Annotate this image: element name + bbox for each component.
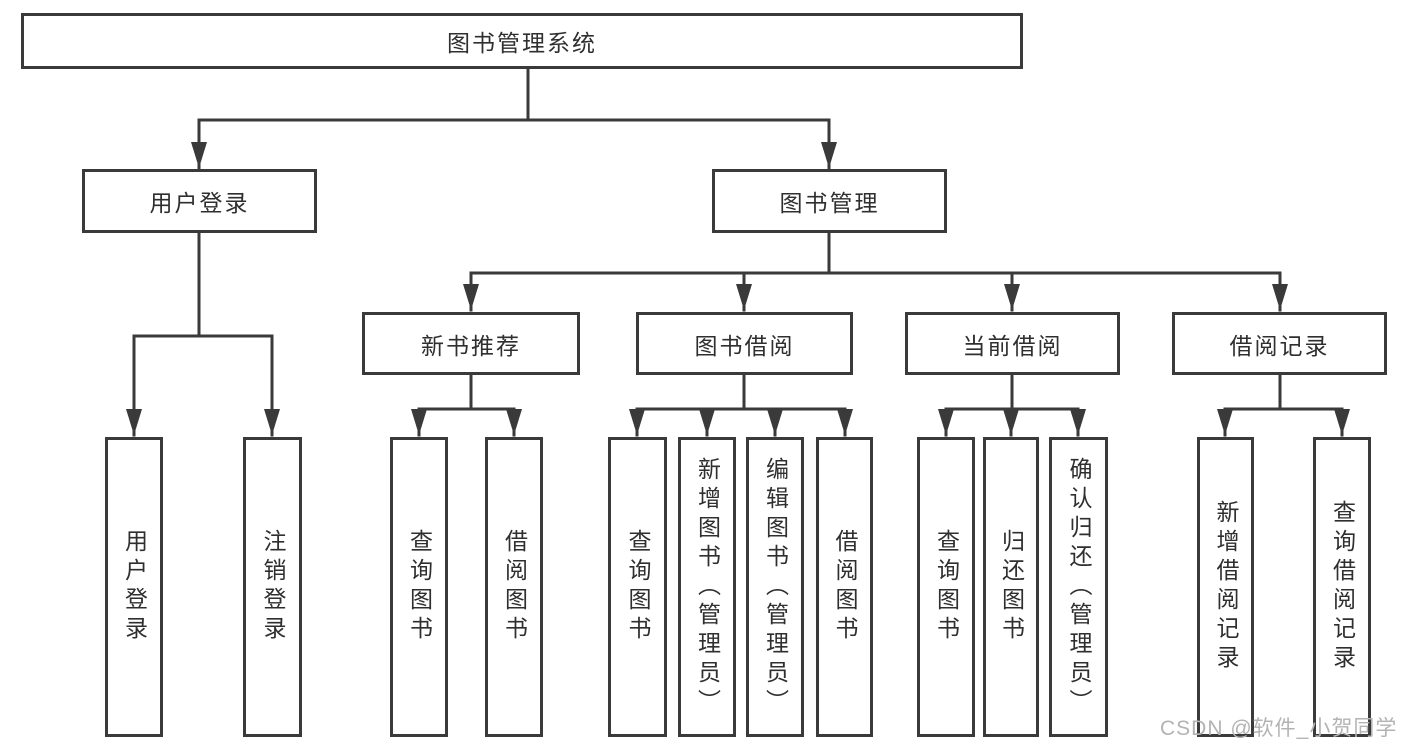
leaf-edit-book-admin-label: 编辑图书（管理员） xyxy=(762,456,789,718)
leaf-logout-login-label: 注销登录 xyxy=(260,529,286,645)
node-borrow-record: 借阅记录 xyxy=(1172,312,1387,375)
leaf-borrow-book-1-label: 借阅图书 xyxy=(501,529,528,645)
node-borrow-record-label: 借阅记录 xyxy=(1229,332,1330,359)
connector-book-borrow-trunk xyxy=(635,373,847,411)
node-root-label: 图书管理系统 xyxy=(447,30,597,56)
leaf-query-book-2: 查询图书 xyxy=(608,437,667,737)
node-current-borrow-label: 当前借阅 xyxy=(962,332,1063,359)
leaf-query-book-1: 查询图书 xyxy=(390,437,448,737)
node-book-borrow-label: 图书借阅 xyxy=(694,332,795,359)
node-current-borrow: 当前借阅 xyxy=(905,312,1120,375)
leaf-query-book-3: 查询图书 xyxy=(917,437,975,737)
node-root: 图书管理系统 xyxy=(21,13,1023,69)
leaf-edit-book-admin: 编辑图书（管理员） xyxy=(746,437,804,737)
leaf-confirm-return-admin-label: 确认归还（管理员） xyxy=(1066,456,1092,718)
node-user-login: 用户登录 xyxy=(82,169,317,233)
leaf-query-book-3-label: 查询图书 xyxy=(933,529,960,645)
connector-current-borrow-trunk xyxy=(944,373,1080,411)
leaf-query-borrow-record-label: 查询借阅记录 xyxy=(1329,500,1356,674)
node-book-management: 图书管理 xyxy=(712,169,947,233)
node-new-book-recommend: 新书推荐 xyxy=(362,312,580,375)
leaf-query-book-1-label: 查询图书 xyxy=(406,529,433,645)
connector-new-book-recommend-trunk xyxy=(417,373,516,411)
connector-borrow-record-trunk xyxy=(1223,373,1344,411)
leaf-add-borrow-record: 新增借阅记录 xyxy=(1197,437,1254,737)
node-book-management-label: 图书管理 xyxy=(779,190,880,216)
leaf-add-book-admin-label: 新增图书（管理员） xyxy=(694,456,721,718)
watermark-text: CSDN @软件_小贺同学 xyxy=(1160,717,1398,740)
leaf-return-book-label: 归还图书 xyxy=(998,529,1025,645)
connector-book-management-trunk xyxy=(469,231,1282,275)
leaf-confirm-return-admin: 确认归还（管理员） xyxy=(1049,437,1108,737)
connector-user-login-trunk xyxy=(132,231,274,338)
leaf-query-borrow-record: 查询借阅记录 xyxy=(1313,437,1371,737)
node-user-login-label: 用户登录 xyxy=(149,190,250,216)
leaf-user-login: 用户登录 xyxy=(105,437,163,737)
leaf-logout-login: 注销登录 xyxy=(243,437,302,737)
node-new-book-recommend-label: 新书推荐 xyxy=(421,332,521,359)
leaf-borrow-book-2: 借阅图书 xyxy=(816,437,873,737)
node-book-borrow: 图书借阅 xyxy=(636,312,853,375)
leaf-borrow-book-2-label: 借阅图书 xyxy=(832,529,858,645)
leaf-query-book-2-label: 查询图书 xyxy=(625,529,651,645)
leaf-user-login-label: 用户登录 xyxy=(121,529,148,645)
leaf-borrow-book-1: 借阅图书 xyxy=(485,437,543,737)
leaf-add-book-admin: 新增图书（管理员） xyxy=(678,437,736,737)
leaf-return-book: 归还图书 xyxy=(983,437,1039,737)
connector-root-trunk xyxy=(197,67,831,122)
leaf-add-borrow-record-label: 新增借阅记录 xyxy=(1213,500,1239,674)
